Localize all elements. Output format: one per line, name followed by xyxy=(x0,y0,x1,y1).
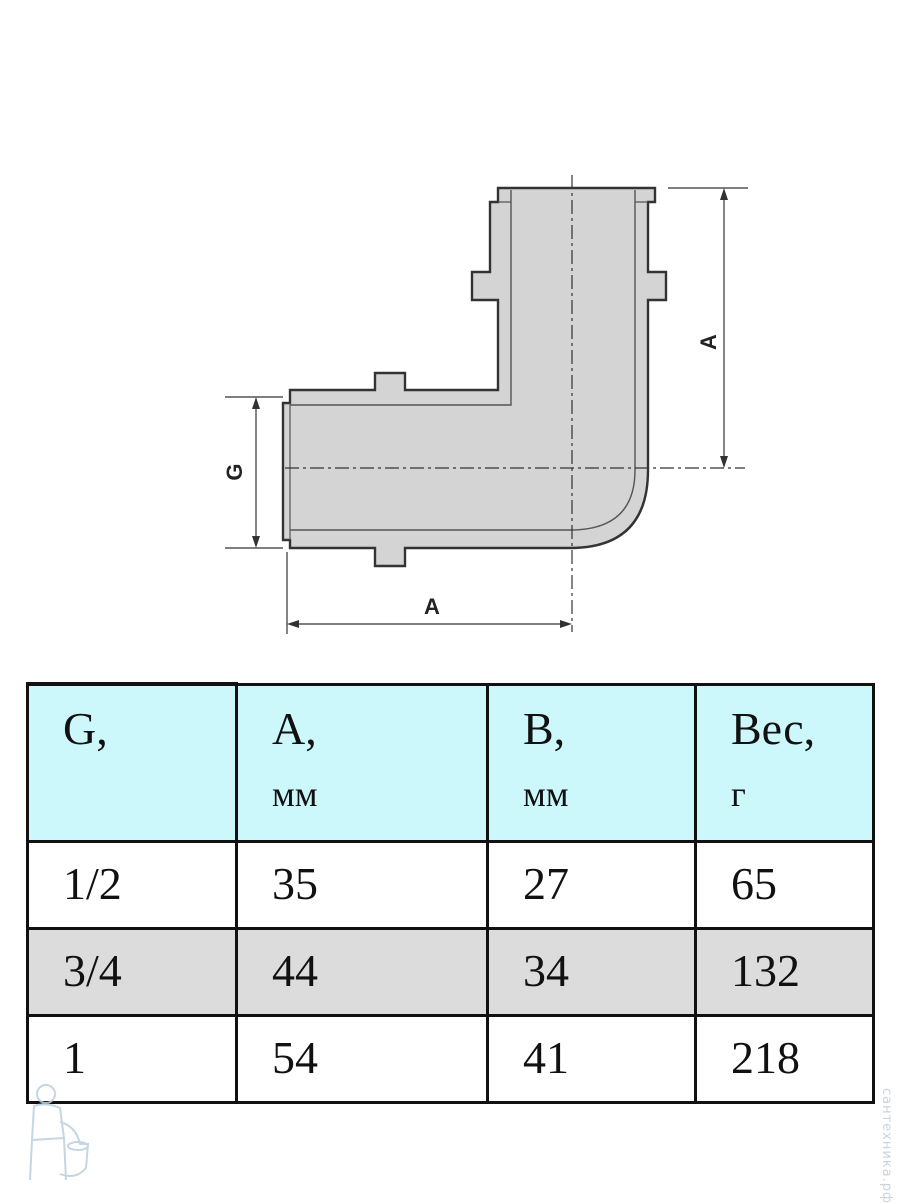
g-arrow-bottom xyxy=(252,536,260,548)
plumber-mascot-logo xyxy=(29,1084,90,1181)
cell-a: 44 xyxy=(235,927,489,1017)
elbow-fitting-body xyxy=(281,186,668,568)
table-row: 3/4 44 34 132 xyxy=(26,927,875,1017)
cell-weight: 132 xyxy=(694,927,875,1017)
cell-weight: 218 xyxy=(694,1014,875,1104)
cell-g: 3/4 xyxy=(26,927,238,1017)
header-a: A,мм xyxy=(235,682,489,843)
header-b: B,мм xyxy=(486,682,697,843)
a-vertical-arrow-top xyxy=(720,188,728,200)
thread-lines xyxy=(289,201,648,540)
watermark-text: сантехника.рф xyxy=(879,1088,894,1204)
dimensions-table: G, A,мм B,мм Вес,г 1/2 35 27 65 3/4 44 3… xyxy=(26,682,875,1104)
cell-g: 1/2 xyxy=(26,840,238,930)
cell-g: 1 xyxy=(26,1014,238,1104)
header-weight: Вес,г xyxy=(694,682,875,843)
header-g: G, xyxy=(26,682,238,843)
cell-b: 34 xyxy=(486,927,697,1017)
g-dimension-label: G xyxy=(222,463,247,480)
a-horizontal-arrow-right xyxy=(560,620,572,628)
cell-b: 41 xyxy=(486,1014,697,1104)
elbow-fitting-drawing: G A A xyxy=(222,175,748,634)
a-vertical-arrow-bottom xyxy=(720,456,728,468)
cell-a: 54 xyxy=(235,1014,489,1104)
a-horizontal-dimension-label: A xyxy=(424,594,440,619)
cell-b: 27 xyxy=(486,840,697,930)
a-horizontal-arrow-left xyxy=(287,620,299,628)
table-row: 1 54 41 218 xyxy=(26,1014,875,1104)
cell-a: 35 xyxy=(235,840,489,930)
table-header-row: G, A,мм B,мм Вес,г xyxy=(26,682,875,843)
g-arrow-top xyxy=(252,397,260,409)
cell-weight: 65 xyxy=(694,840,875,930)
a-vertical-dimension-label: A xyxy=(696,334,721,350)
table-row: 1/2 35 27 65 xyxy=(26,840,875,930)
elbow-inner-contour xyxy=(290,190,636,531)
